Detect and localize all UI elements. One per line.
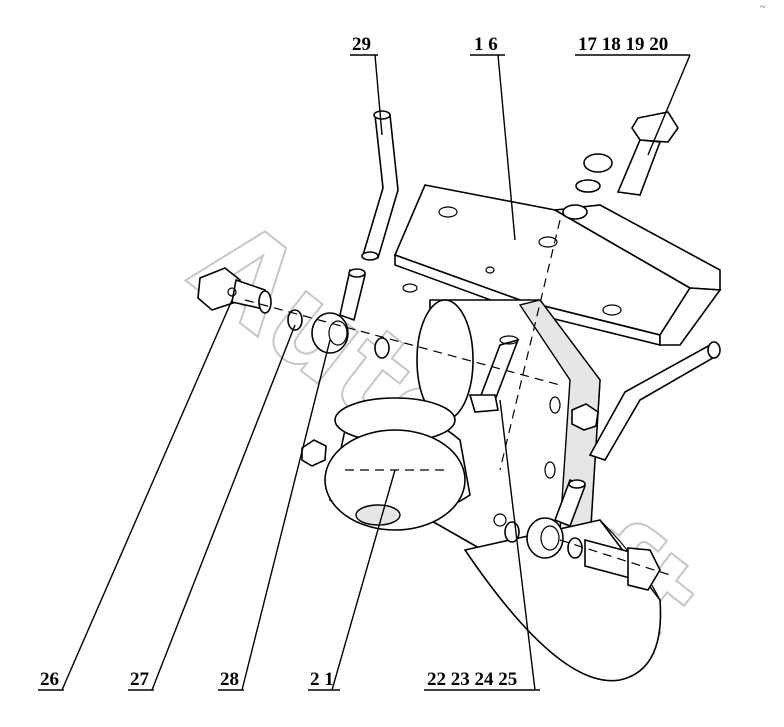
callout-22-25: 22 23 24 25 (424, 669, 540, 691)
filter-bowl (324, 397, 471, 531)
pipe-29 (361, 110, 399, 261)
bolt-assembly-top (562, 111, 679, 220)
banjo-fitting-right (504, 478, 661, 591)
callout-29-text: 29 (352, 34, 371, 55)
callout-27: 27 (128, 669, 154, 691)
axis-lines (244, 219, 671, 576)
callout-26-text: 26 (40, 669, 59, 690)
callout-16-text: 1 6 (474, 34, 498, 55)
callout-27-text: 27 (130, 669, 150, 690)
callout-21: 2 1 (308, 669, 340, 691)
washer-left-b (374, 337, 390, 359)
leader-lines (61, 54, 691, 691)
callout-17-20: 17 18 19 20 (575, 34, 690, 56)
callout-17-20-text: 17 18 19 20 (578, 34, 668, 55)
mounting-bracket (393, 184, 722, 347)
callout-22-25-text: 22 23 24 25 (427, 669, 517, 690)
bolt-middle (468, 335, 520, 413)
washer-27 (287, 309, 303, 331)
callout-21-text: 2 1 (310, 669, 334, 690)
nut-left (301, 439, 327, 467)
corner-mark: ~ (760, 2, 766, 13)
callout-26: 26 (38, 669, 64, 691)
callout-28: 28 (218, 669, 244, 691)
banjo-fitting-28 (311, 268, 366, 354)
callout-29: 29 (350, 34, 378, 56)
callout-16: 1 6 (470, 34, 505, 56)
pipe-right (588, 341, 721, 461)
nut-right (571, 403, 599, 431)
callout-28-text: 28 (220, 669, 239, 690)
banjo-bolt-left (197, 267, 272, 314)
